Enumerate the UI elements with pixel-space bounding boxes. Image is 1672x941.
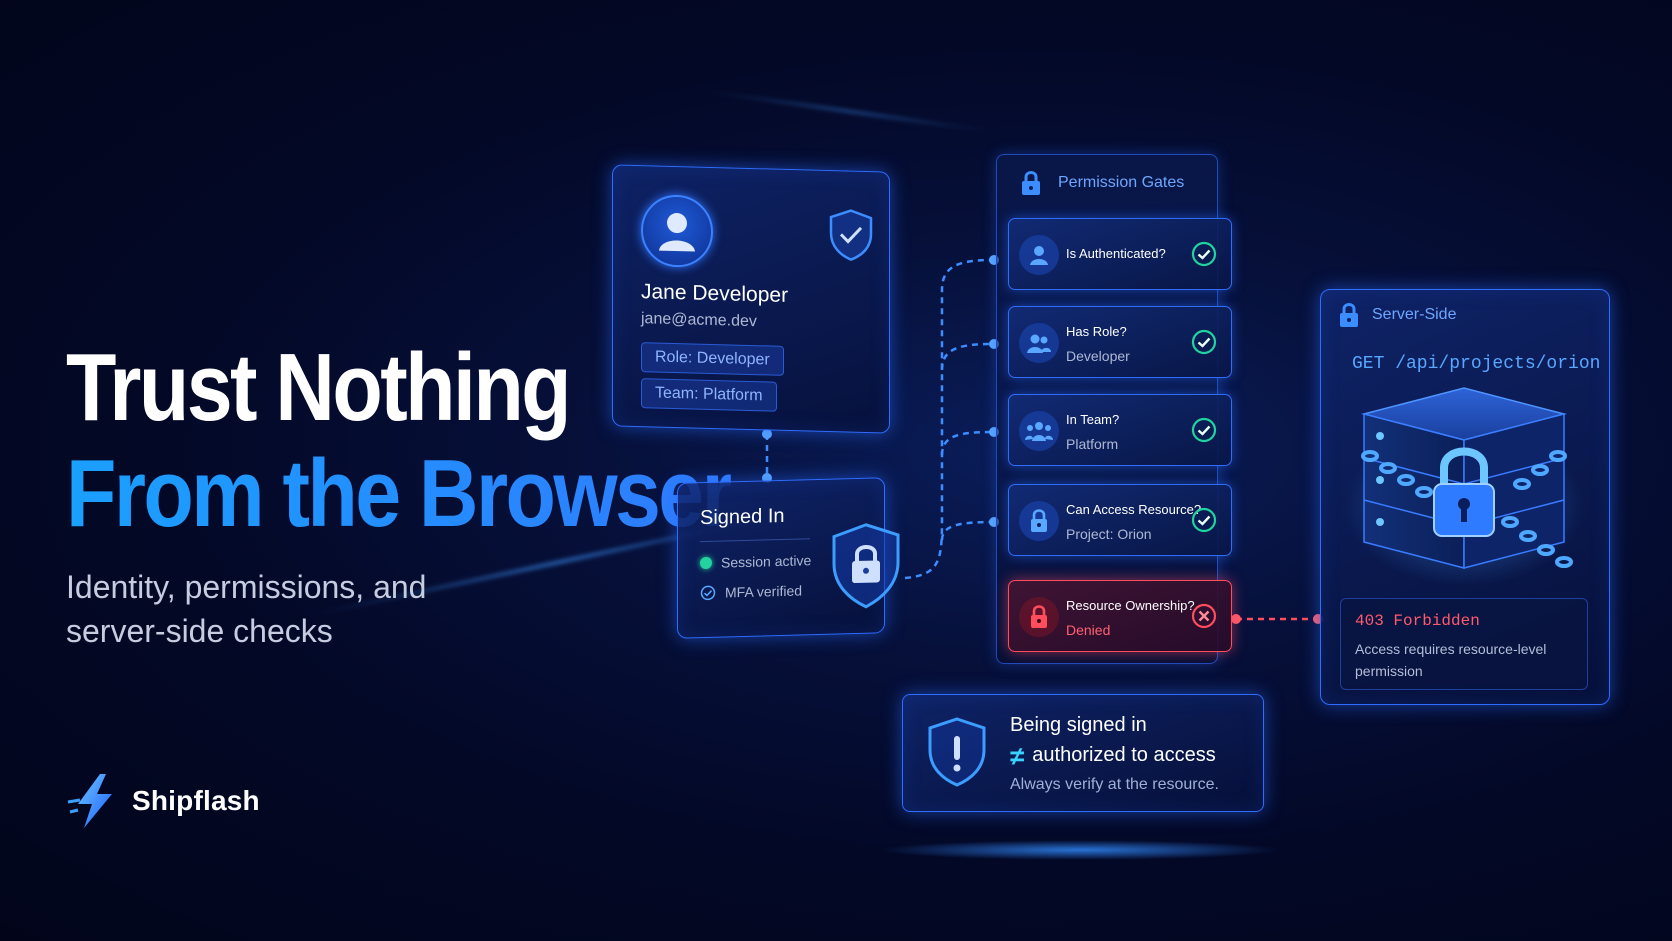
- hero-title-line1: Trust Nothing: [66, 334, 572, 441]
- user-name: Jane Developer: [641, 280, 789, 307]
- check-circle-icon: [1191, 507, 1217, 533]
- locked-server-icon: [1344, 387, 1584, 586]
- gate-icon: [1019, 323, 1059, 363]
- brand-name: Shipflash: [132, 785, 260, 816]
- lock-icon: [1022, 171, 1040, 195]
- gate-can-access-resource: Can Access Resource? Project: Orion: [1008, 484, 1232, 556]
- connector-node-denied: [1231, 614, 1241, 624]
- team-icon: [1025, 422, 1053, 441]
- lock-icon: [1031, 605, 1047, 628]
- server-side-title: Server-Side: [1372, 306, 1457, 323]
- user-icon: [659, 213, 695, 252]
- shield-alert-icon: [928, 717, 986, 787]
- not-equal-icon: ≠: [1010, 740, 1025, 771]
- gate-sublabel: Project: Orion: [1066, 526, 1152, 542]
- forbidden-box: [1340, 598, 1588, 690]
- lightning-bolt-icon: [67, 774, 112, 828]
- gate-icon: [1019, 235, 1059, 275]
- user-card: Jane Developer jane@acme.dev Role: Devel…: [612, 164, 890, 434]
- avatar: [641, 194, 713, 269]
- check-circle-icon: [1191, 329, 1217, 355]
- check-circle-icon: [1191, 417, 1217, 443]
- users-icon: [1027, 334, 1051, 353]
- api-endpoint: GET /api/projects/orion: [1352, 354, 1601, 374]
- signed-in-title: Signed In: [700, 504, 785, 530]
- hero: Trust Nothing From the Browser Identity,…: [66, 335, 839, 653]
- mfa-status: MFA verified: [700, 582, 802, 601]
- mfa-status-text: MFA verified: [725, 582, 803, 601]
- bottom-glow: [880, 840, 1280, 860]
- connector-gate-2: [940, 342, 995, 371]
- error-text: Access requires resource-level permissio…: [1355, 641, 1547, 679]
- note-card: [902, 694, 1264, 812]
- check-circle-icon: [700, 585, 716, 601]
- shield-lock-icon: [832, 523, 900, 609]
- shield-check-icon: [829, 209, 873, 261]
- permission-gates-title: Permission Gates: [1058, 174, 1185, 191]
- note-line2-text: authorized to access: [1032, 744, 1216, 766]
- connector-gate-1: [904, 258, 995, 580]
- hero-title-line2: From the Browser: [66, 440, 734, 547]
- signed-in-card: Signed In Session active MFA verified: [677, 477, 900, 639]
- error-title: 403 Forbidden: [1355, 612, 1480, 630]
- lock-icon: [1340, 303, 1358, 327]
- role-chip: Role: Developer: [641, 342, 784, 376]
- gate-sublabel: Developer: [1066, 348, 1130, 364]
- gate-is-authenticated: Is Authenticated?: [1008, 218, 1232, 290]
- gate-sublabel: Denied: [1066, 622, 1111, 638]
- note-line3: Always verify at the resource.: [1010, 776, 1219, 793]
- connector-node: [762, 429, 772, 439]
- session-status: Session active: [700, 552, 811, 571]
- user-email: jane@acme.dev: [641, 310, 757, 331]
- gate-label: Can Access Resource?: [1066, 502, 1202, 517]
- check-circle-icon: [1191, 241, 1217, 267]
- connector-gate-4: [940, 520, 995, 541]
- connector-gate-3: [940, 430, 995, 456]
- gate-label: Is Authenticated?: [1066, 246, 1166, 261]
- gate-sublabel: Platform: [1066, 436, 1119, 452]
- divider: [700, 538, 810, 543]
- gate-has-role: Has Role? Developer: [1008, 306, 1232, 378]
- note-line2: ≠ authorized to access: [1010, 740, 1216, 771]
- user-icon: [1030, 246, 1048, 265]
- brand-logo: Shipflash: [66, 772, 260, 830]
- gate-label: Resource Ownership?: [1066, 598, 1195, 613]
- gate-icon: [1019, 501, 1059, 541]
- gate-icon: [1019, 597, 1059, 637]
- status-dot-icon: [700, 556, 712, 570]
- lock-icon: [1031, 509, 1047, 532]
- note-line1: Being signed in: [1010, 714, 1147, 736]
- x-circle-icon: [1191, 603, 1217, 629]
- session-status-text: Session active: [721, 552, 812, 571]
- gate-icon: [1019, 411, 1059, 451]
- hero-subtitle: Identity, permissions, and server-side c…: [66, 569, 427, 649]
- team-chip: Team: Platform: [641, 378, 777, 412]
- gate-resource-ownership: Resource Ownership? Denied: [1008, 580, 1232, 652]
- gate-label: Has Role?: [1066, 324, 1127, 339]
- gate-label: In Team?: [1066, 412, 1120, 427]
- gate-in-team: In Team? Platform: [1008, 394, 1232, 466]
